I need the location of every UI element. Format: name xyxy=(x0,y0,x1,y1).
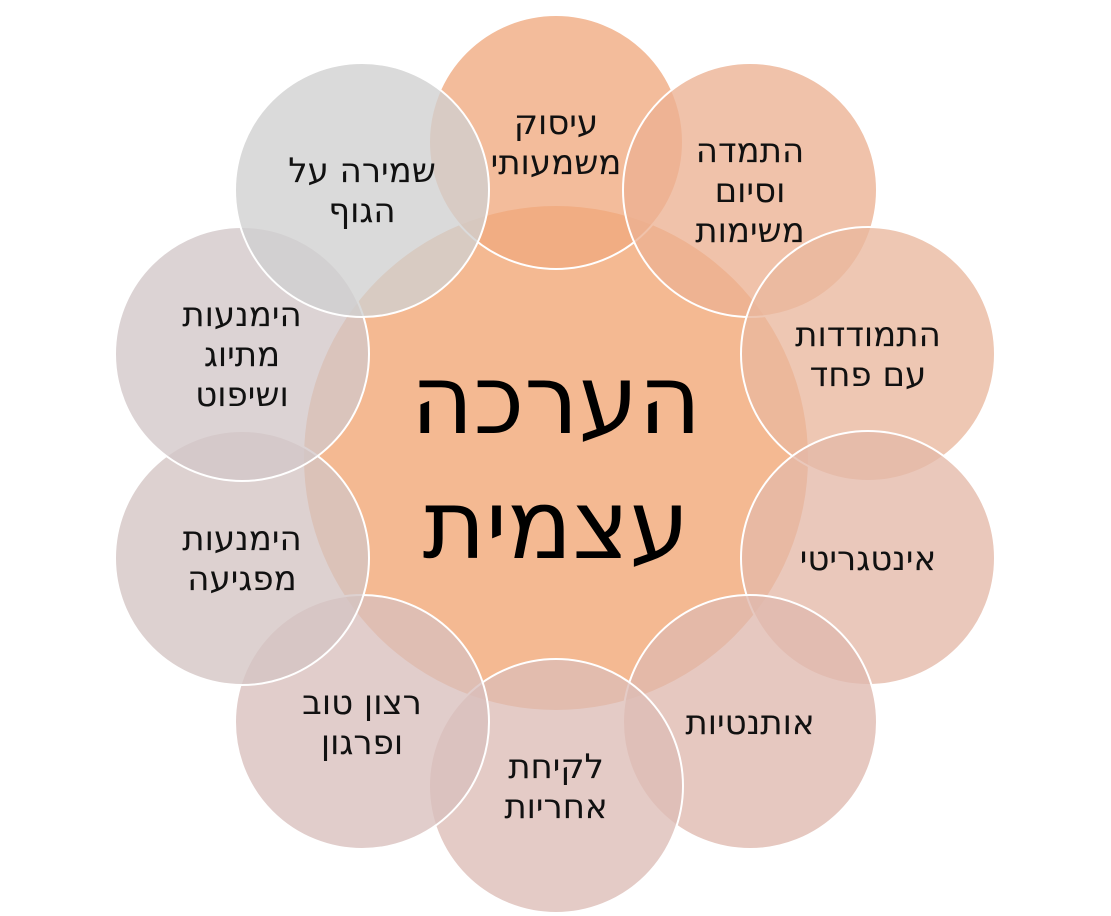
center-text: הערכה עצמית xyxy=(411,344,701,581)
center-group xyxy=(304,206,808,710)
petal-label: לקיחת xyxy=(508,747,604,787)
petal-label: התמדה xyxy=(696,131,804,171)
petal-label: משמעותי xyxy=(491,143,622,183)
petal-label: מתיוג xyxy=(204,335,280,375)
petal-label: הימנעות xyxy=(182,519,301,559)
center-label-line2: עצמית xyxy=(423,469,690,581)
petal-label: אחריות xyxy=(504,787,607,827)
petal-label: וסיום xyxy=(715,171,786,211)
petal-label: הגוף xyxy=(328,191,395,231)
petal-label: אינטגריטי xyxy=(800,539,936,579)
petal-label: ושיפוט xyxy=(195,375,289,415)
petal-label: מפגיעה xyxy=(187,559,296,599)
petal-label: רצון טוב xyxy=(302,683,422,723)
petal-label: שמירה על xyxy=(288,151,436,191)
petal-label: התמודדות xyxy=(795,315,941,355)
center-circle xyxy=(304,206,808,710)
petal-label: משימות xyxy=(695,211,805,251)
petal: אותנטיות xyxy=(622,594,878,850)
petal-label: עם פחד xyxy=(810,355,927,395)
petal-label: הימנעות xyxy=(182,295,301,335)
petal-label: אותנטיות xyxy=(685,703,814,743)
petal-label: עיסוק xyxy=(514,103,598,143)
petal-circle xyxy=(234,62,490,318)
petal-label: ופרגון xyxy=(321,723,403,763)
center-label-line1: הערכה xyxy=(411,344,701,456)
